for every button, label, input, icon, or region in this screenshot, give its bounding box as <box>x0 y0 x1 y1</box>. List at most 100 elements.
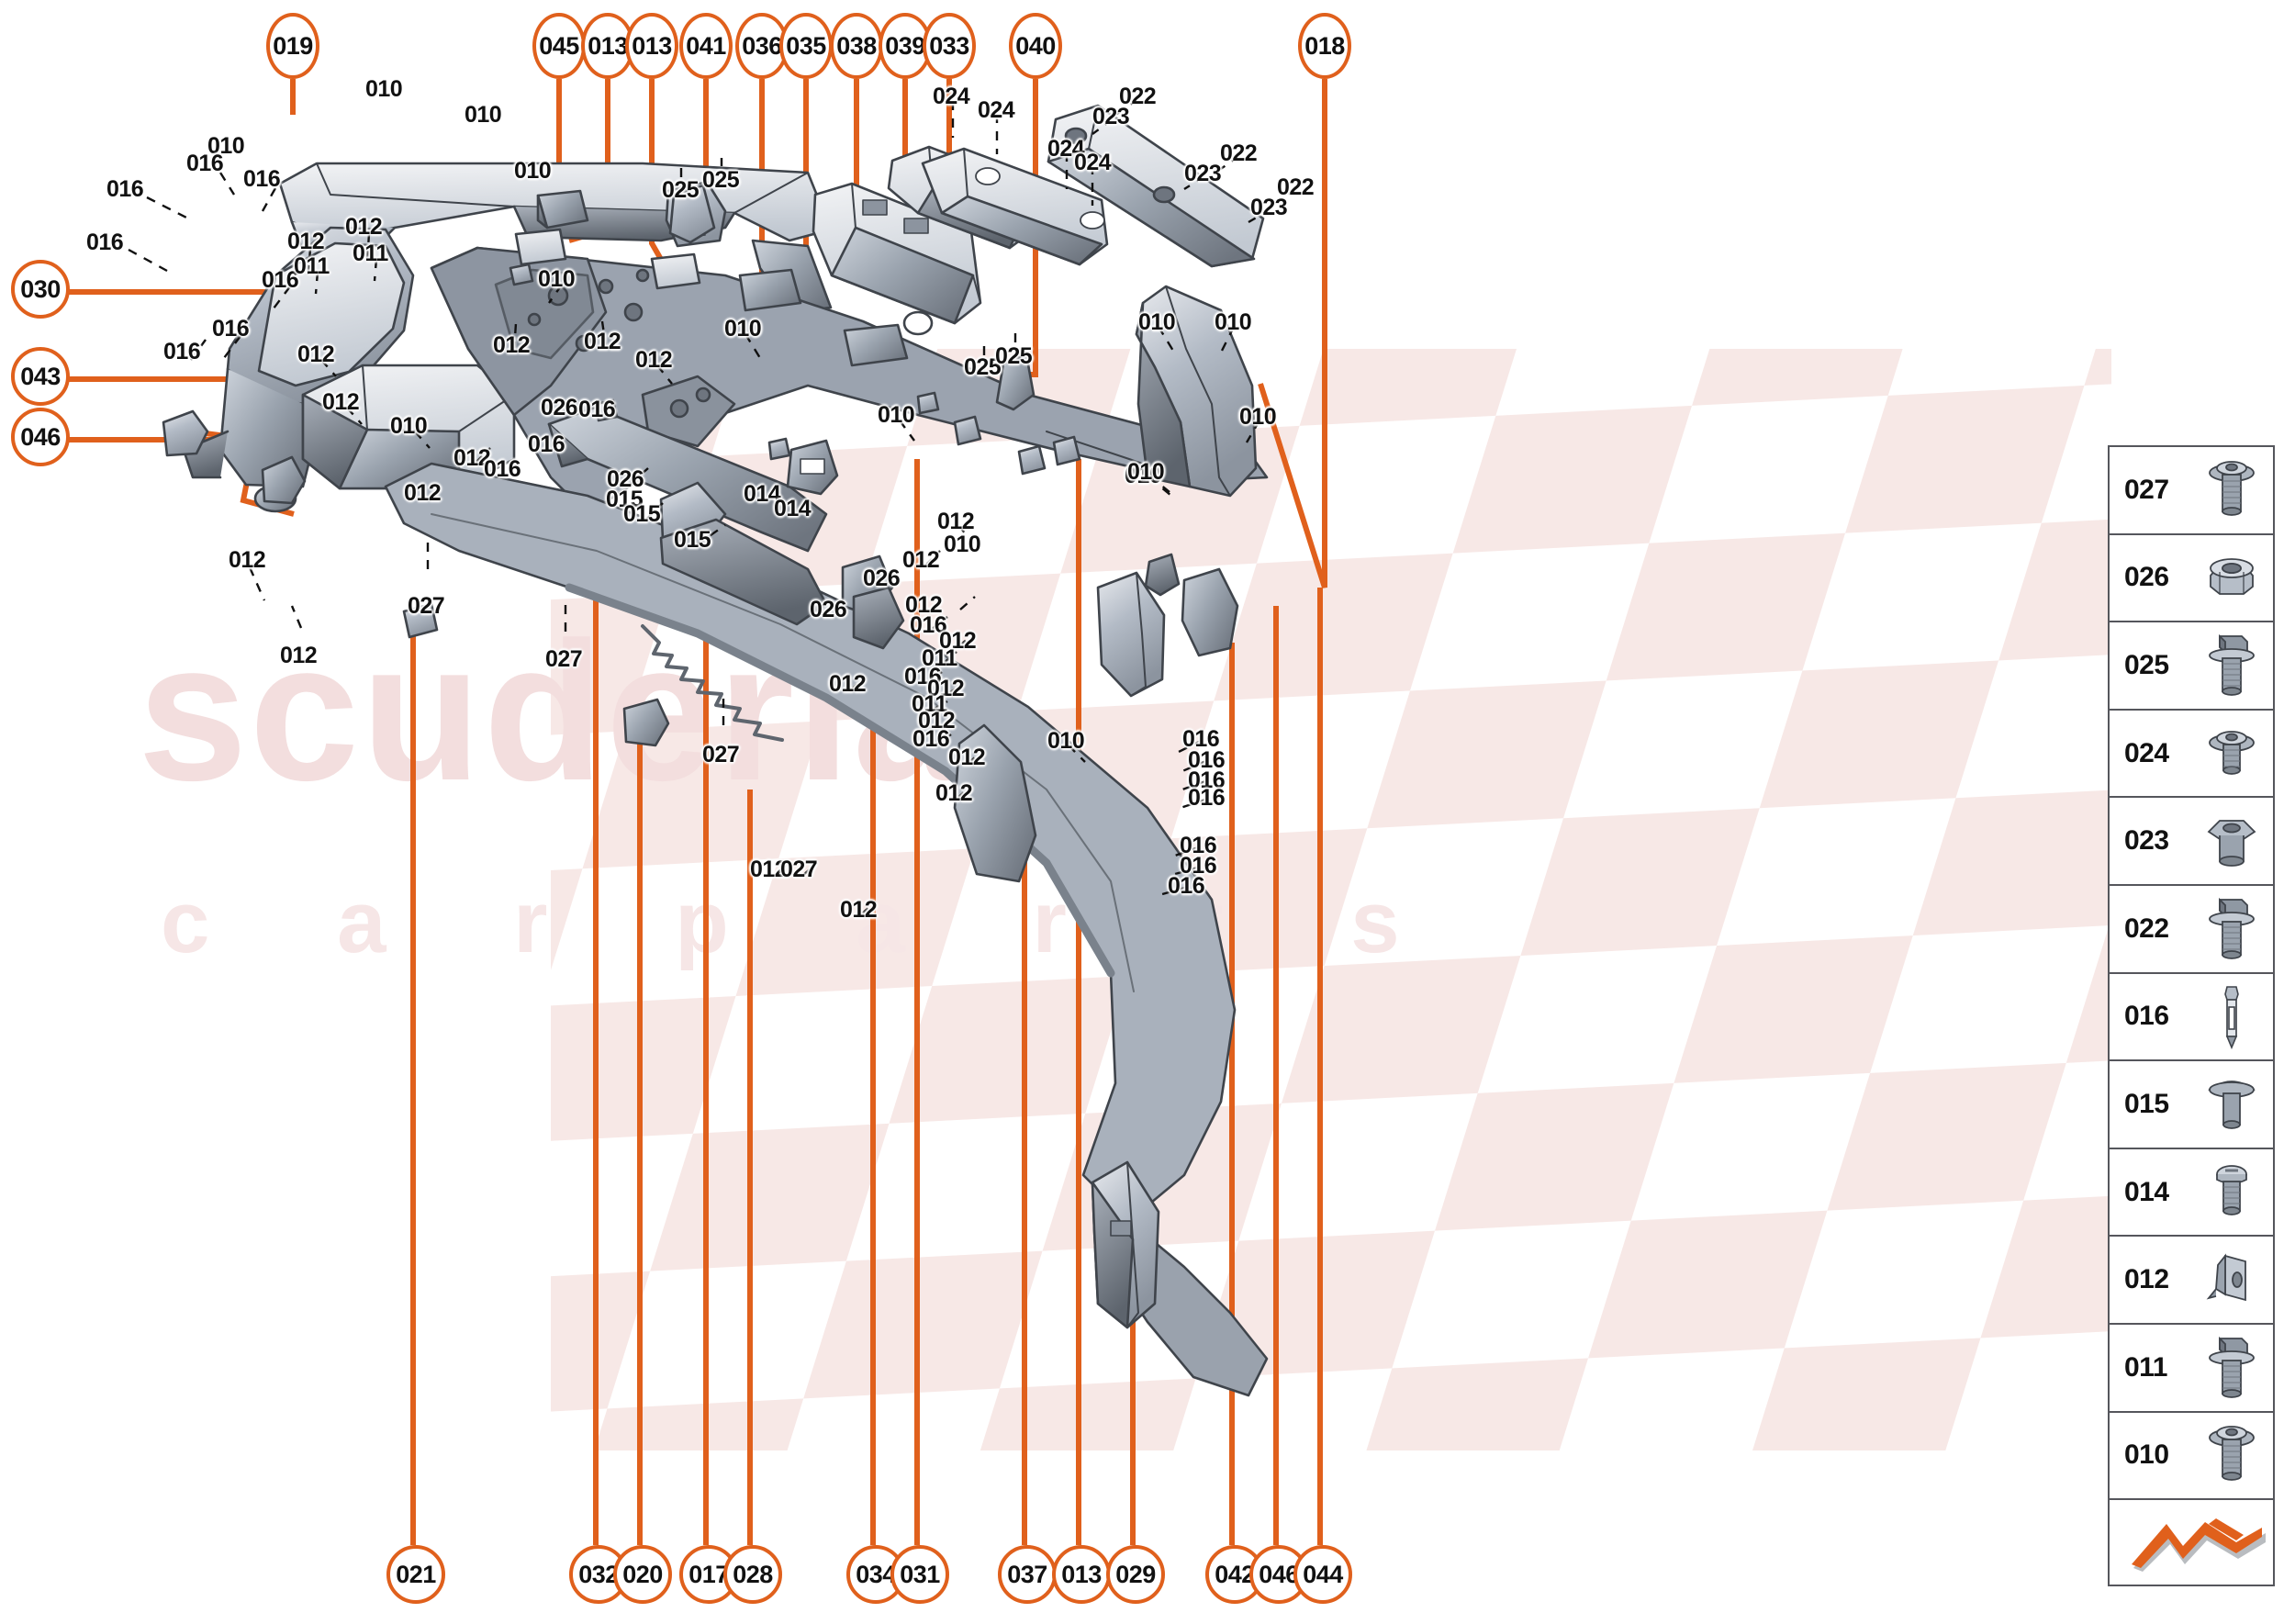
part-number-024: 024 <box>933 84 970 109</box>
callout-label: 043 <box>20 362 61 390</box>
callout-bubble-045[interactable]: 045 <box>532 13 586 79</box>
part-number-010: 010 <box>1138 309 1176 335</box>
callout-bubble-030[interactable]: 030 <box>11 260 70 319</box>
hex-flange-bolt-icon <box>2201 633 2262 699</box>
part-number-010: 010 <box>207 133 245 159</box>
legend-row-024[interactable]: 024 <box>2110 711 2273 799</box>
legend-row-012[interactable]: 012 <box>2110 1237 2273 1325</box>
part-number-023: 023 <box>1250 195 1288 220</box>
callout-bubble-044[interactable]: 044 <box>1293 1545 1352 1604</box>
part-number-024: 024 <box>978 97 1015 123</box>
part-number-015: 015 <box>674 527 711 553</box>
callout-label: 029 <box>1115 1560 1156 1588</box>
hex-standoff-nut-icon <box>2201 808 2262 874</box>
part-number-016: 016 <box>1168 873 1205 899</box>
part-number-023: 023 <box>1092 104 1130 129</box>
part-number-012: 012 <box>287 229 325 254</box>
part-number-012: 012 <box>345 214 383 240</box>
hex-flange-bolt-icon <box>2201 1335 2262 1401</box>
callout-label: 013 <box>588 31 628 60</box>
callout-bubble-036[interactable]: 036 <box>735 13 789 79</box>
part-number-011: 011 <box>353 241 388 266</box>
part-number-016: 016 <box>262 267 299 293</box>
callout-bubble-046[interactable]: 046 <box>11 408 70 466</box>
callout-label: 028 <box>733 1560 773 1588</box>
brand-arrow-logo-icon <box>2128 1511 2266 1577</box>
legend-row-011[interactable]: 011 <box>2110 1325 2273 1413</box>
flange-torx-bolt-icon <box>2201 1422 2262 1488</box>
part-number-014: 014 <box>774 496 812 521</box>
part-number-010: 010 <box>514 158 552 184</box>
part-036-cover <box>738 268 802 312</box>
callout-bubble-033[interactable]: 033 <box>923 13 976 79</box>
part-number-012: 012 <box>584 329 621 354</box>
legend-row-023[interactable]: 023 <box>2110 798 2273 886</box>
part-number-027: 027 <box>545 646 583 672</box>
callout-label: 045 <box>539 31 579 60</box>
legend-row-015[interactable]: 015 <box>2110 1061 2273 1149</box>
part-number-026: 026 <box>541 395 578 420</box>
legend-row-016[interactable]: 016 <box>2110 974 2273 1062</box>
legend-part-number: 016 <box>2124 1001 2169 1032</box>
callout-bubble-031[interactable]: 031 <box>890 1545 949 1604</box>
part-number-027: 027 <box>780 857 818 882</box>
legend-row-022[interactable]: 022 <box>2110 886 2273 974</box>
part-033-carrier <box>921 147 1109 266</box>
callout-label: 035 <box>786 31 826 60</box>
callout-label: 031 <box>900 1560 940 1588</box>
part-number-012: 012 <box>322 389 360 415</box>
legend-part-number: 026 <box>2124 562 2169 593</box>
callout-label: 042 <box>1215 1560 1255 1588</box>
callout-bubble-028[interactable]: 028 <box>723 1545 782 1604</box>
callout-bubble-013[interactable]: 013 <box>625 13 678 79</box>
legend-part-number: 015 <box>2124 1088 2169 1119</box>
callout-bubble-046[interactable]: 046 <box>1249 1545 1308 1604</box>
part-043-cover <box>301 364 516 490</box>
part-number-027: 027 <box>408 593 445 619</box>
legend-row-brand[interactable] <box>2110 1500 2273 1588</box>
callout-label: 021 <box>396 1560 436 1588</box>
hex-flange-bolt-icon <box>2201 896 2262 962</box>
callout-label: 018 <box>1304 31 1345 60</box>
legend-row-026[interactable]: 026 <box>2110 535 2273 623</box>
part-number-012: 012 <box>297 342 335 367</box>
part-number-010: 010 <box>365 76 403 102</box>
callout-bubble-040[interactable]: 040 <box>1009 13 1062 79</box>
legend-part-number: 022 <box>2124 913 2169 944</box>
part-045-block <box>536 189 589 230</box>
part-number-022: 022 <box>1277 174 1315 200</box>
callout-bubble-038[interactable]: 038 <box>830 13 883 79</box>
legend-row-010[interactable]: 010 <box>2110 1413 2273 1501</box>
callout-bubble-029[interactable]: 029 <box>1106 1545 1165 1604</box>
legend-row-025[interactable]: 025 <box>2110 622 2273 711</box>
callout-bubble-035[interactable]: 035 <box>779 13 833 79</box>
part-040-panel <box>1047 104 1265 268</box>
callout-bubble-041[interactable]: 041 <box>679 13 733 79</box>
part-number-016: 016 <box>484 456 521 482</box>
part-number-016: 016 <box>578 397 616 422</box>
callout-bubble-043[interactable]: 043 <box>11 347 70 406</box>
callout-bubble-037[interactable]: 037 <box>998 1545 1057 1604</box>
callout-bubble-013[interactable]: 013 <box>1052 1545 1111 1604</box>
legend-row-027[interactable]: 027 <box>2110 447 2273 535</box>
callout-bubble-020[interactable]: 020 <box>613 1545 672 1604</box>
legend-part-number: 025 <box>2124 649 2169 680</box>
callout-label: 013 <box>632 31 672 60</box>
part-number-012: 012 <box>280 643 318 668</box>
part-number-025: 025 <box>662 177 700 203</box>
part-025-bracket-upper <box>668 184 716 244</box>
callout-label: 039 <box>885 31 925 60</box>
callout-label: 041 <box>686 31 726 60</box>
flange-torx-bolt-icon <box>2201 457 2262 523</box>
part-number-012: 012 <box>948 745 986 770</box>
callout-label: 034 <box>856 1560 896 1588</box>
legend-part-number: 011 <box>2124 1351 2167 1383</box>
callout-bubble-018[interactable]: 018 <box>1298 13 1351 79</box>
callout-bubble-021[interactable]: 021 <box>386 1545 445 1604</box>
part-number-025: 025 <box>702 167 740 193</box>
legend-row-014[interactable]: 014 <box>2110 1149 2273 1238</box>
callout-bubble-019[interactable]: 019 <box>266 13 319 79</box>
part-number-012: 012 <box>404 480 442 506</box>
